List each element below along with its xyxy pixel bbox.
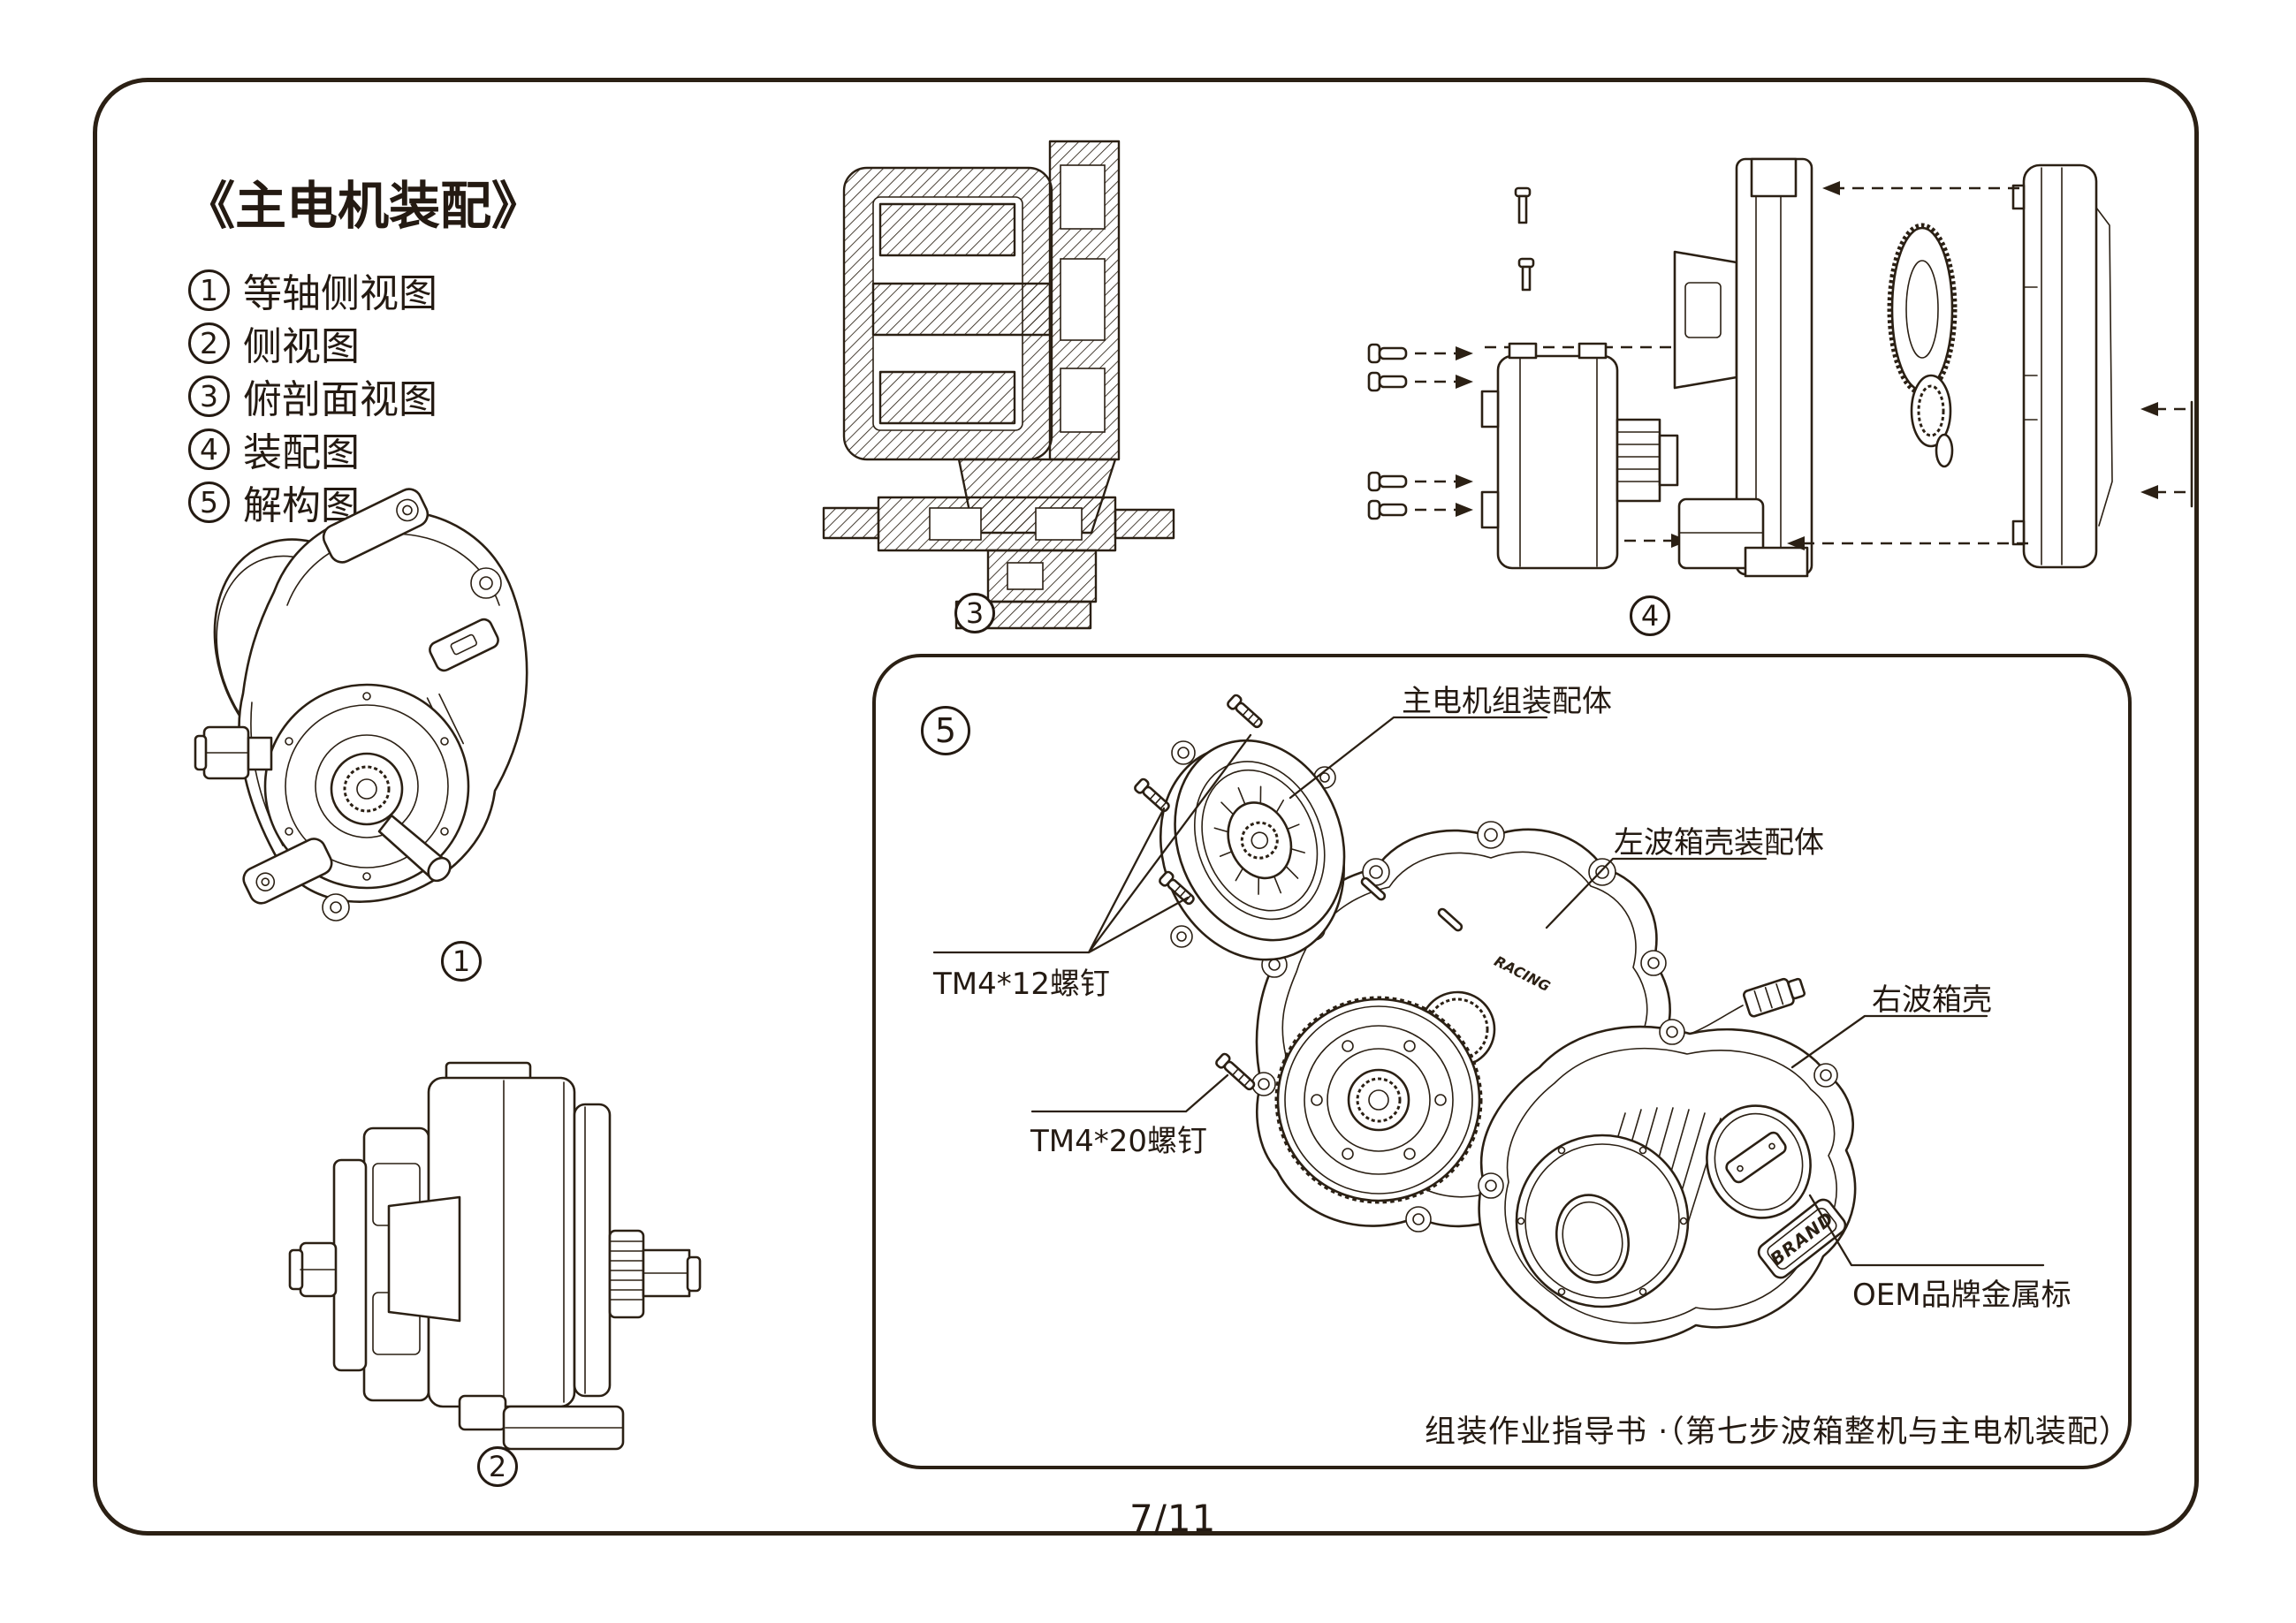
figure-1-number: 1: [441, 941, 482, 982]
view-label-side: 侧视图: [243, 324, 360, 369]
circled-number-2: 2: [188, 322, 230, 364]
leader-right-gearbox-shell: [1790, 1014, 1988, 1069]
part-label-oem-brand-badge: OEM品牌金属标: [1852, 1278, 2072, 1313]
figure-3-section-view-drawing: [822, 140, 1175, 630]
panel-caption: 组装作业指导书 ·（第七步波箱整机与主电机装配）: [1425, 1414, 2131, 1450]
screw-icon: [1215, 1052, 1256, 1091]
leader-screw-tm4x20: [1030, 1073, 1229, 1113]
part-label-screw-tm4x12: TM4*12螺钉: [933, 967, 1110, 1002]
connector-icon: [1743, 977, 1806, 1018]
pin-icon: [1437, 907, 1464, 932]
circled-number-5: 5: [188, 481, 230, 523]
part-label-right-gearbox-shell: 右波箱壳: [1872, 982, 1992, 1018]
figure-2-number: 2: [477, 1446, 518, 1487]
screw-icon: [1367, 343, 1408, 520]
list-item: 3 俯剖面视图: [188, 369, 437, 422]
circled-number-1: 1: [188, 269, 230, 311]
list-item: 5 解构图: [188, 475, 437, 528]
page-border: [93, 78, 2199, 1536]
page-title: 《主电机装配》: [184, 176, 544, 236]
figure-5-exploded-view-drawing: RACING: [932, 694, 2045, 1345]
view-type-list: 1 等轴侧视图 2 侧视图 3 俯剖面视图 4 装配图 5 解构图: [188, 263, 437, 528]
view-label-top-section: 俯剖面视图: [243, 377, 437, 422]
figure-3-number: 3: [954, 593, 995, 633]
circled-number-4: 4: [188, 428, 230, 470]
figure-1-isometric-view-drawing: [194, 488, 528, 921]
leader-left-gearbox-assembly: [1545, 857, 1768, 929]
circled-number-3: 3: [188, 375, 230, 417]
list-item: 2 侧视图: [188, 316, 437, 369]
part-label-left-gearbox-assembly: 左波箱壳装配体: [1614, 825, 1824, 861]
pin-icon: [1360, 876, 1387, 901]
leader-main-motor-assembly: [1289, 716, 1548, 800]
list-item: 4 装配图: [188, 422, 437, 475]
leader-oem-brand-badge: [1808, 1194, 2045, 1267]
page-number: 7/11: [1129, 1497, 1217, 1540]
figure-4-assembly-diagram-drawing: [1367, 157, 2193, 578]
screw-icon: [1227, 694, 1263, 729]
list-item: 1 等轴侧视图: [188, 263, 437, 316]
view-label-isometric: 等轴侧视图: [243, 271, 437, 316]
figure-5-number: 5: [921, 706, 970, 755]
figure-4-number: 4: [1630, 595, 1670, 636]
screw-icon: [1134, 777, 1170, 813]
exploded-view-panel-border: [872, 654, 2132, 1469]
screw-icon: [1514, 186, 1535, 292]
view-label-assembly: 装配图: [243, 430, 360, 475]
figure-2-side-view-drawing: [288, 1061, 702, 1451]
leader-screw-tm4x12: [932, 733, 1252, 954]
part-label-main-motor-assembly: 主电机组装配体: [1402, 684, 1612, 719]
part-label-screw-tm4x20: TM4*20螺钉: [1030, 1124, 1207, 1159]
